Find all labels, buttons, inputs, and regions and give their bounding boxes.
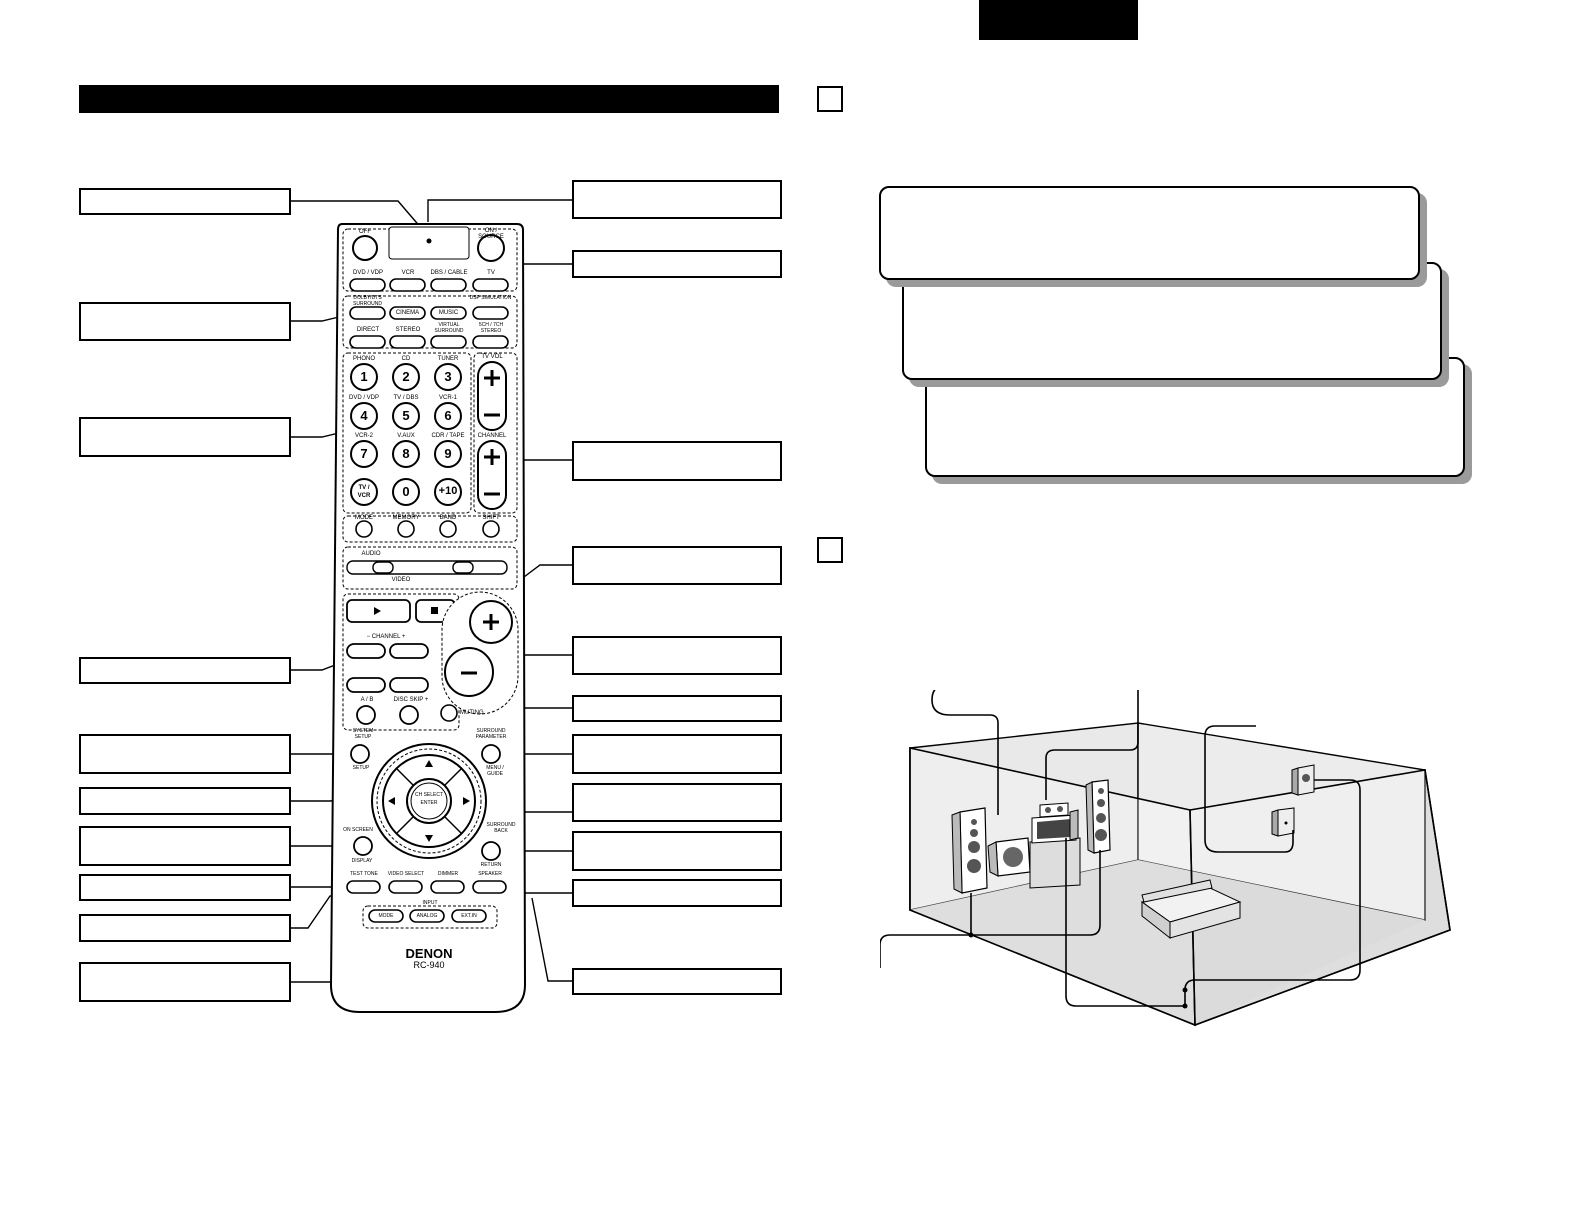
callout-source-select	[572, 250, 782, 278]
music-button[interactable]	[430, 306, 467, 320]
virtual-surround-button[interactable]	[430, 335, 467, 349]
dimmer-button[interactable]	[430, 880, 465, 894]
key-2[interactable]	[392, 363, 420, 391]
key-1[interactable]	[350, 363, 378, 391]
skip-back-button[interactable]	[346, 643, 386, 659]
test-tone-button[interactable]	[346, 880, 381, 894]
stereo-button[interactable]	[389, 335, 426, 349]
on-source-button[interactable]	[477, 234, 505, 262]
rewind-button[interactable]	[346, 677, 386, 693]
cinema-button[interactable]	[389, 306, 426, 320]
key-4[interactable]	[350, 402, 378, 430]
subwoofer-icon	[987, 837, 1031, 877]
center-speaker-icon	[1069, 809, 1079, 841]
cursor-up-icon	[425, 760, 433, 767]
note-box-1	[879, 186, 1420, 280]
disc-skip-button[interactable]	[399, 705, 419, 725]
callout-test-tone	[79, 874, 291, 901]
audio-slide-switch[interactable]	[372, 561, 394, 574]
section-header-bar	[79, 85, 779, 113]
mode-slide-track	[346, 560, 508, 575]
vcr-button[interactable]	[389, 278, 426, 292]
callout-transport	[79, 657, 291, 684]
dvd-vdp-button[interactable]	[349, 278, 386, 292]
callout-master-volume	[572, 636, 782, 675]
key-tv-vcr[interactable]	[350, 478, 378, 506]
key-3[interactable]	[434, 363, 462, 391]
analog-button[interactable]	[409, 909, 445, 923]
ch-select-enter-button	[406, 778, 452, 824]
key-9[interactable]	[434, 440, 462, 468]
room-floor-shade	[910, 860, 1425, 1025]
cursor-down-icon	[425, 835, 433, 842]
input-mode-button[interactable]	[368, 909, 404, 923]
dbs-cable-button[interactable]	[430, 278, 467, 292]
callout-video-select	[79, 914, 291, 942]
callout-input-mode	[79, 962, 291, 1002]
tv-cabinet-icon	[1029, 802, 1081, 889]
sofa-icon	[1140, 879, 1242, 940]
shift-button[interactable]	[482, 520, 500, 538]
video-select-button[interactable]	[388, 880, 423, 894]
video-slide-switch[interactable]	[452, 561, 474, 574]
key-7[interactable]	[350, 440, 378, 468]
surround-back-button[interactable]	[481, 841, 501, 861]
key-plus10[interactable]	[434, 478, 462, 506]
callout-ch-select	[572, 783, 782, 822]
dsp-simulation-button[interactable]	[472, 306, 509, 320]
direct-button[interactable]	[349, 335, 386, 349]
on-screen-button[interactable]	[353, 836, 373, 856]
callout-power	[572, 180, 782, 219]
surround-left-speaker-icon	[1291, 764, 1315, 796]
memory-button[interactable]	[397, 520, 415, 538]
pause-button[interactable]	[356, 705, 376, 725]
speaker-room-illustration	[880, 690, 1451, 1027]
page-tab	[979, 0, 1138, 40]
mode-button[interactable]	[355, 520, 373, 538]
section-marker-1	[817, 86, 843, 112]
front-right-speaker-icon	[1085, 779, 1111, 854]
callout-on-screen	[79, 826, 291, 866]
system-setup-button[interactable]	[350, 744, 370, 764]
key-6[interactable]	[434, 402, 462, 430]
key-5[interactable]	[392, 402, 420, 430]
speaker-button[interactable]	[472, 880, 507, 894]
callout-system-setup	[79, 734, 291, 774]
ext-in-button[interactable]	[451, 909, 487, 923]
indicator-led	[426, 238, 432, 244]
callout-volume	[572, 441, 782, 481]
tv-button[interactable]	[472, 278, 509, 292]
cursor-right-icon	[463, 797, 470, 805]
callout-remote-sensor	[79, 188, 291, 215]
surround-parameter-button[interactable]	[481, 744, 501, 764]
off-button[interactable]	[352, 235, 378, 261]
callout-surround-parameter	[572, 734, 782, 774]
callout-muting	[572, 695, 782, 722]
room-side-wall	[1189, 769, 1451, 1027]
skip-forward-button[interactable]	[389, 643, 429, 659]
callout-dimmer	[572, 968, 782, 995]
dolby-dts-surround-button[interactable]	[349, 306, 386, 320]
key-0[interactable]	[392, 478, 420, 506]
cursor-pad[interactable]	[371, 743, 487, 859]
callout-mode-switch	[572, 546, 782, 585]
fast-forward-button[interactable]	[389, 677, 429, 693]
key-8[interactable]	[392, 440, 420, 468]
callout-speaker	[572, 879, 782, 907]
muting-button[interactable]	[440, 704, 458, 722]
speaker-leader-lines	[880, 690, 1361, 1007]
ch-stereo-button[interactable]	[472, 335, 509, 349]
callout-cursor	[79, 787, 291, 815]
surround-right-speaker-icon	[1271, 807, 1295, 837]
band-button[interactable]	[439, 520, 457, 538]
section-marker-2	[817, 537, 843, 563]
callout-surround-mode	[79, 302, 291, 341]
keypad	[350, 363, 462, 506]
callout-surround-back	[572, 831, 782, 871]
callout-keypad	[79, 417, 291, 457]
front-left-speaker-icon	[951, 807, 988, 894]
cursor-left-icon	[388, 797, 395, 805]
